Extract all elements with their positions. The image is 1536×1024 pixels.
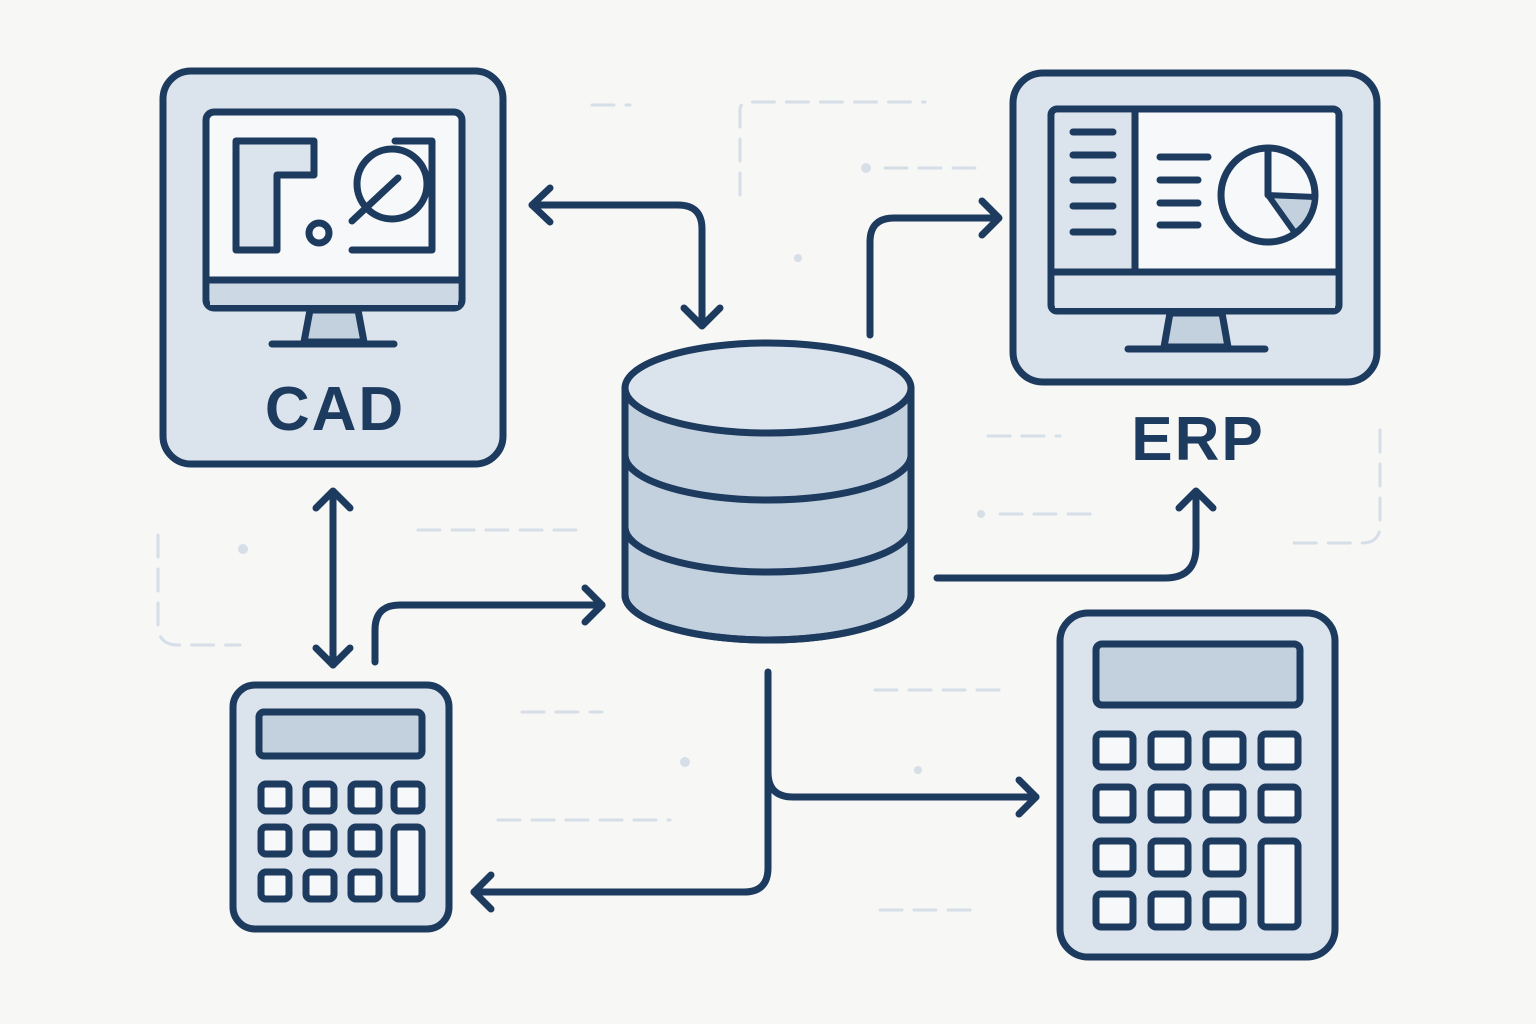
monitor-icon [202,108,466,348]
erp-node[interactable]: ERP [1009,69,1381,474]
small-calculator-node[interactable] [229,681,453,933]
connector-database-erp [866,197,1003,339]
erp-label: ERP [1131,405,1264,474]
pie-chart-icon [1217,144,1319,246]
connector-calculator-database [371,584,606,666]
connector-cad-calculator [312,487,354,669]
large-calculator-node[interactable] [1056,609,1339,961]
connector-database-calculators [470,668,1040,913]
database-node[interactable] [621,339,915,644]
background-decoration [156,100,1382,912]
monitor-dashboard-icon [1047,105,1343,353]
cad-node[interactable]: CAD [159,67,507,468]
cad-label: CAD [265,375,405,444]
connector-database-erp-lower [933,487,1217,582]
connector-cad-database [528,184,724,330]
